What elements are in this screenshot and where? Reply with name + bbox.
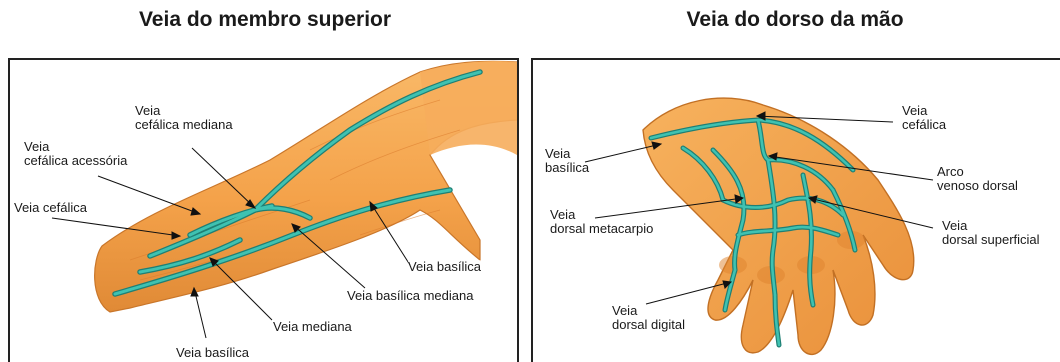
label-mediana: Veia mediana bbox=[273, 320, 352, 334]
right-panel-title: Veia do dorso da mão bbox=[530, 8, 1060, 32]
left-panel-title: Veia do membro superior bbox=[0, 8, 530, 32]
label-basilica-mediana: Veia basílica mediana bbox=[347, 289, 473, 303]
label-cefalica: Veia cefálica bbox=[14, 201, 87, 215]
label-basilica-bottom: Veia basílica bbox=[176, 346, 249, 360]
label-basilica-right: Veia basílica bbox=[408, 260, 481, 274]
